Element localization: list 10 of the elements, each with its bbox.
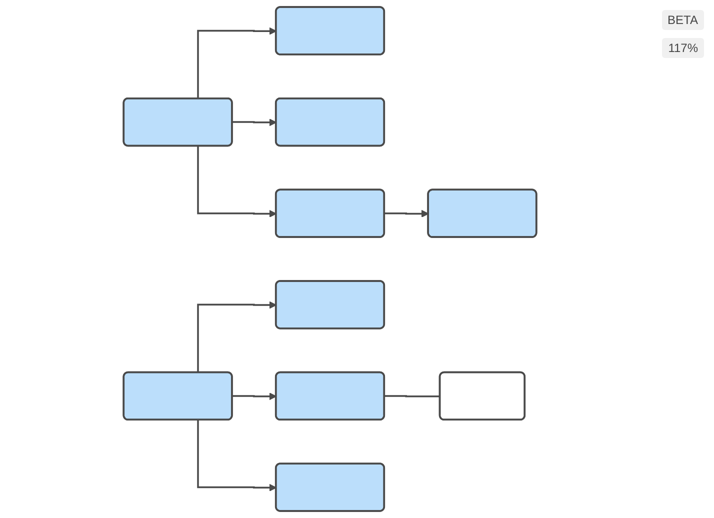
arrow xyxy=(197,146,277,218)
toolbar-text: 117% xyxy=(662,38,704,58)
arrow xyxy=(197,420,277,492)
connector xyxy=(384,395,440,398)
arrow xyxy=(197,27,277,99)
arrow xyxy=(232,392,277,400)
arrow xyxy=(197,301,277,373)
arrow xyxy=(232,118,277,126)
arrow xyxy=(384,210,429,218)
toolbar-text: BETA xyxy=(662,10,704,30)
